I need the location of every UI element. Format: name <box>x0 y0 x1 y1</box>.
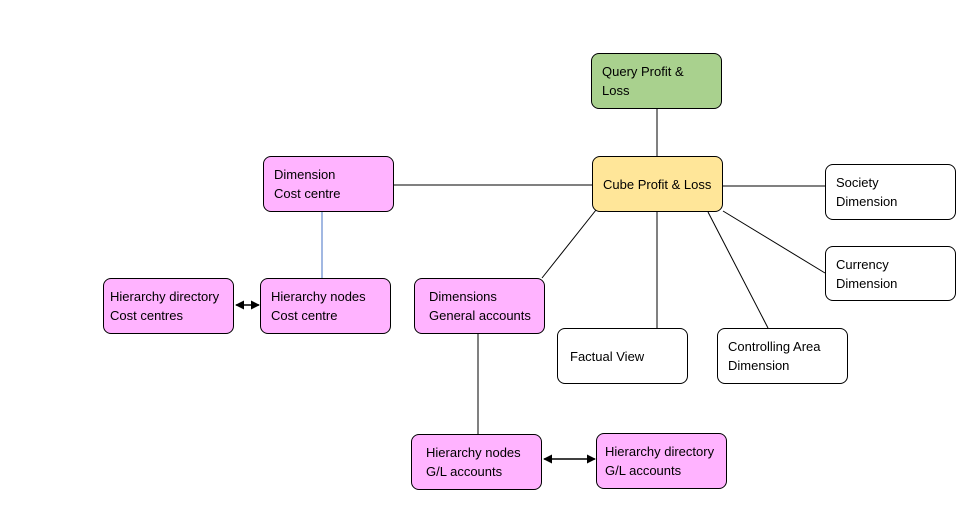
cube-profit-loss-node[interactable]: Cube Profit & Loss <box>592 156 723 212</box>
currency-dimension-line1: Currency <box>836 257 889 272</box>
hierarchy-directory-gl-accounts-line2: G/L accounts <box>605 463 682 478</box>
hierarchy-nodes-gl-accounts-node[interactable]: Hierarchy nodes G/L accounts <box>411 434 542 490</box>
dimension-cost-centre-line2: Cost centre <box>274 186 341 201</box>
controlling-area-dimension-line1: Controlling Area <box>728 339 821 354</box>
hierarchy-nodes-cost-centre-line1: Hierarchy nodes <box>271 289 366 304</box>
query-profit-loss-node[interactable]: Query Profit & Loss <box>591 53 722 109</box>
controlling-area-dimension-line2: Dimension <box>728 358 790 373</box>
connector-cube-gen-accounts <box>541 209 597 279</box>
hierarchy-directory-cost-centres-node[interactable]: Hierarchy directory Cost centres <box>103 278 234 334</box>
hierarchy-directory-gl-accounts-node[interactable]: Hierarchy directory G/L accounts <box>596 433 727 489</box>
cube-profit-loss-label: Cube Profit & Loss <box>603 176 712 192</box>
currency-dimension-line2: Dimension <box>836 276 898 291</box>
hierarchy-directory-cost-centres-line2: Cost centres <box>110 308 183 323</box>
connector-cube-currency <box>722 210 826 274</box>
dimensions-general-accounts-node[interactable]: Dimensions General accounts <box>414 278 545 334</box>
society-dimension-line2: Dimension <box>836 194 898 209</box>
query-profit-loss-line1: Query Profit & <box>602 64 684 79</box>
dimension-cost-centre-node[interactable]: Dimension Cost centre <box>263 156 394 212</box>
hierarchy-nodes-gl-accounts-line1: Hierarchy nodes <box>426 445 521 460</box>
connector-cube-controlling <box>707 211 769 329</box>
query-profit-loss-line2: Loss <box>602 83 630 98</box>
hierarchy-nodes-cost-centre-line2: Cost centre <box>271 308 338 323</box>
hierarchy-directory-gl-accounts-line1: Hierarchy directory <box>605 444 715 459</box>
currency-dimension-node[interactable]: Currency Dimension <box>825 246 956 301</box>
controlling-area-dimension-node[interactable]: Controlling Area Dimension <box>717 328 848 384</box>
hierarchy-directory-cost-centres-line1: Hierarchy directory <box>110 289 220 304</box>
dimension-cost-centre-line1: Dimension <box>274 167 336 182</box>
hierarchy-nodes-gl-accounts-line2: G/L accounts <box>426 464 503 479</box>
hierarchy-nodes-cost-centre-node[interactable]: Hierarchy nodes Cost centre <box>260 278 391 334</box>
dimensions-general-accounts-line2: General accounts <box>429 308 531 323</box>
factual-view-node[interactable]: Factual View <box>557 328 688 384</box>
dimensions-general-accounts-line1: Dimensions <box>429 289 497 304</box>
factual-view-label: Factual View <box>570 348 645 364</box>
society-dimension-line1: Society <box>836 175 879 190</box>
society-dimension-node[interactable]: Society Dimension <box>825 164 956 220</box>
